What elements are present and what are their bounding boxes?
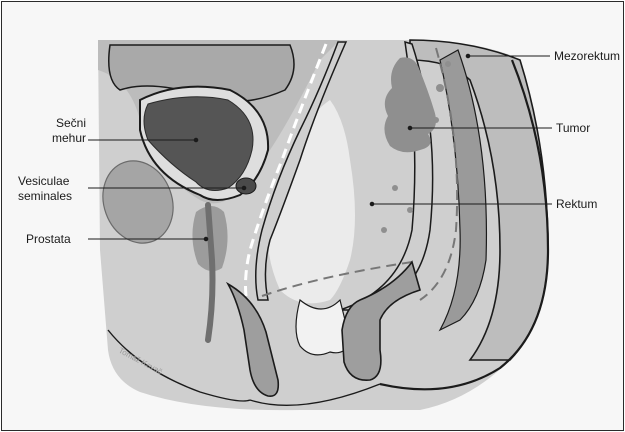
leader-dot [242, 186, 246, 190]
label-secni-mehur-line2: mehur [28, 131, 86, 146]
label-vesiculae-seminales: Vesiculae seminales [18, 174, 88, 204]
tumor-speck [433, 117, 439, 123]
leader-dot [194, 138, 198, 142]
leader-dot [466, 54, 470, 58]
tumor-speck [445, 61, 451, 67]
leader-dot [370, 202, 374, 206]
tumor-speck [407, 207, 413, 213]
leader-dot [204, 237, 208, 241]
label-mezorektum: Mezorektum [554, 49, 620, 64]
label-secni-mehur: Sečni mehur [28, 116, 86, 146]
label-secni-mehur-line1: Sečni [28, 116, 86, 131]
label-tumor: Tumor [556, 121, 590, 136]
tumor-speck [381, 227, 387, 233]
label-vesiculae-line2: seminales [18, 189, 88, 204]
label-prostata: Prostata [26, 232, 71, 247]
seminal-vesicle [236, 178, 256, 194]
label-rektum: Rektum [556, 197, 597, 212]
leader-dot [408, 126, 412, 130]
tumor-speck [436, 84, 444, 92]
label-vesiculae-line1: Vesiculae [18, 174, 88, 189]
tumor-speck [392, 185, 398, 191]
